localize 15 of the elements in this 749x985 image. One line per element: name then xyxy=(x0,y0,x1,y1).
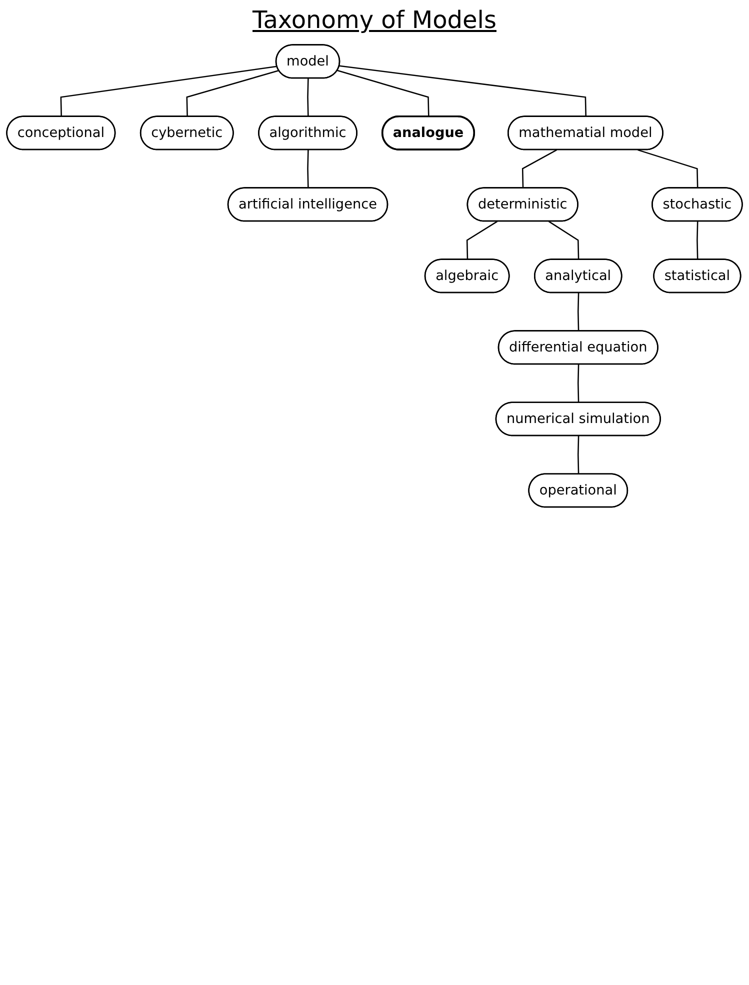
connector xyxy=(337,70,430,117)
connector xyxy=(60,66,278,117)
connector xyxy=(307,78,309,117)
connector xyxy=(577,364,580,403)
diagram-title: Taxonomy of Models xyxy=(252,6,496,34)
connector xyxy=(548,220,580,260)
connector xyxy=(339,65,587,117)
connector xyxy=(522,149,557,188)
connector xyxy=(638,149,698,188)
connector xyxy=(577,292,580,332)
connector xyxy=(307,150,309,188)
connector xyxy=(186,70,280,117)
connector xyxy=(696,221,698,260)
connector xyxy=(577,436,580,474)
connector xyxy=(466,220,498,260)
